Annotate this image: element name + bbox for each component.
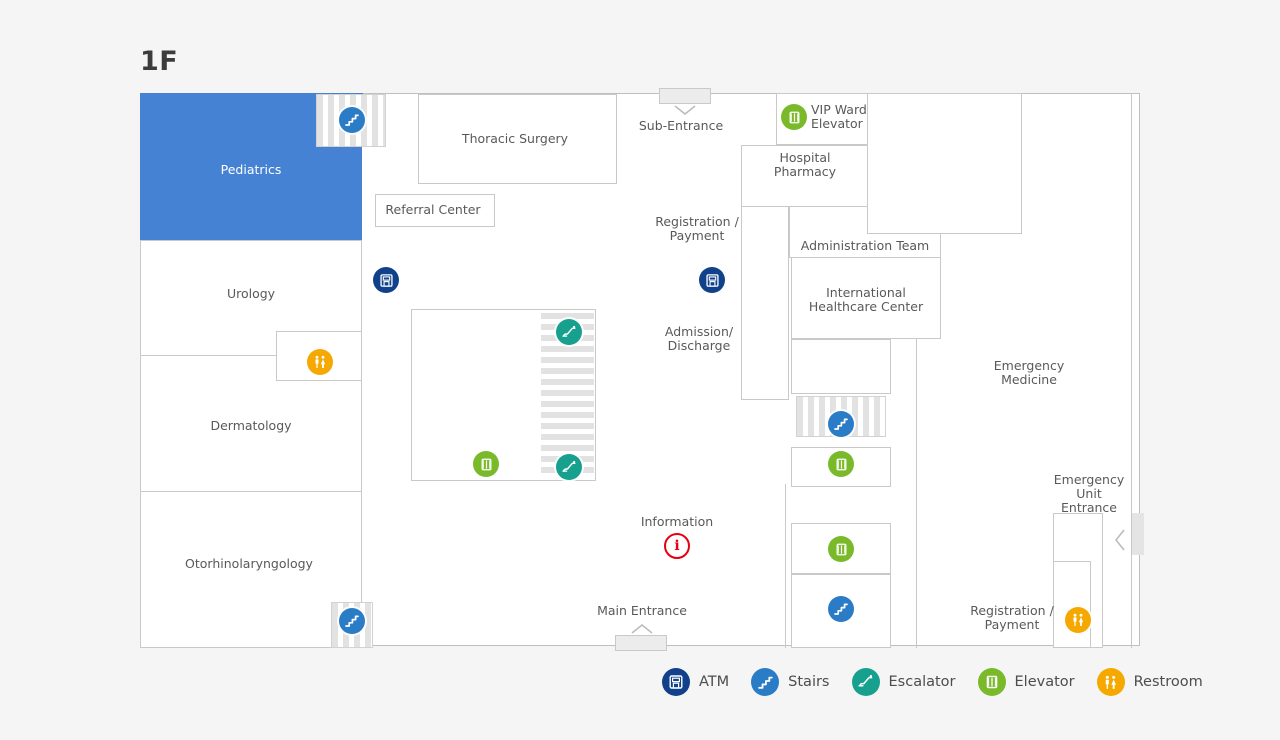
elevator-center-icon[interactable] bbox=[473, 451, 499, 477]
registration-payment-center-label: Registration / Payment bbox=[655, 214, 739, 243]
legend-label-elevator: Elevator bbox=[1014, 674, 1075, 690]
chevron-left-icon bbox=[1115, 529, 1125, 551]
restroom-emergency-icon[interactable] bbox=[1065, 607, 1091, 633]
floor-map-canvas[interactable]: Pediatrics Urology Dermatology Otorhinol… bbox=[140, 88, 1144, 651]
chevron-up-icon bbox=[631, 624, 653, 634]
chevron-down-icon bbox=[674, 105, 696, 115]
stairs-otorhinolaryngology-icon[interactable] bbox=[339, 608, 365, 634]
legend-item-restroom[interactable]: Restroom bbox=[1096, 668, 1203, 696]
legend-item-stairs[interactable]: Stairs bbox=[751, 668, 830, 696]
legend-item-elevator[interactable]: Elevator bbox=[977, 668, 1075, 696]
vip-ward-elevator-label: VIP Ward Elevator bbox=[811, 102, 867, 131]
page-title: 1F bbox=[140, 46, 179, 77]
atm-registration-icon[interactable] bbox=[699, 267, 725, 293]
atm-icon bbox=[662, 668, 690, 696]
admission-discharge-label: Admission/ Discharge bbox=[664, 324, 734, 353]
restroom-icon bbox=[1096, 668, 1125, 696]
legend-label-restroom: Restroom bbox=[1133, 674, 1203, 690]
wall-right-corridor bbox=[1131, 93, 1132, 648]
information-icon[interactable]: i bbox=[664, 533, 690, 559]
registration-payment-emergency-label: Registration / Payment bbox=[970, 603, 1054, 632]
elevator-lower-right-icon[interactable] bbox=[828, 536, 854, 562]
room-thoracic-surgery[interactable] bbox=[418, 94, 617, 184]
room-admin-lower[interactable] bbox=[791, 339, 891, 394]
legend-item-escalator[interactable]: Escalator bbox=[851, 668, 956, 696]
wall-center-right bbox=[785, 484, 786, 648]
escalator-up-center-icon[interactable] bbox=[556, 319, 582, 345]
elevator-icon bbox=[977, 668, 1006, 696]
room-otorhinolaryngology[interactable] bbox=[140, 491, 362, 648]
legend-item-atm[interactable]: ATM bbox=[662, 668, 729, 696]
stairs-pad-pediatrics bbox=[316, 94, 386, 147]
emergency-door-bar[interactable] bbox=[1132, 513, 1144, 555]
atm-referral-icon[interactable] bbox=[373, 267, 399, 293]
elevator-vip-ward-icon[interactable] bbox=[781, 104, 807, 130]
main-entrance-door[interactable] bbox=[615, 635, 667, 651]
map-legend: ATM Stairs Escalator Elevator bbox=[662, 668, 1225, 696]
emergency-unit-entrance-label: Emergency Unit Entrance bbox=[1053, 472, 1125, 515]
escalator-icon bbox=[851, 668, 880, 696]
information-label: Information bbox=[640, 514, 714, 529]
stairs-mid-right-icon[interactable] bbox=[828, 411, 854, 437]
legend-label-escalator: Escalator bbox=[888, 674, 956, 690]
elevator-mid-right-icon[interactable] bbox=[828, 451, 854, 477]
legend-label-stairs: Stairs bbox=[788, 674, 830, 690]
sub-entrance-label: Sub-Entrance bbox=[638, 118, 724, 133]
emergency-medicine-label: Emergency Medicine bbox=[993, 358, 1065, 387]
room-upper-right-suite[interactable] bbox=[867, 93, 1022, 234]
room-hospital-pharmacy[interactable] bbox=[741, 145, 868, 207]
room-referral-center[interactable] bbox=[375, 194, 495, 227]
stairs-icon bbox=[751, 668, 780, 696]
escalator-down-center-icon[interactable] bbox=[556, 454, 582, 480]
stairs-pediatrics-icon[interactable] bbox=[339, 107, 365, 133]
restroom-urology-icon[interactable] bbox=[307, 349, 333, 375]
sub-entrance-door[interactable] bbox=[659, 88, 711, 104]
main-entrance-label: Main Entrance bbox=[597, 603, 687, 618]
stairs-lower-right-icon[interactable] bbox=[828, 596, 854, 622]
room-international-healthcare-center[interactable] bbox=[791, 257, 941, 339]
wall-emergency-left bbox=[916, 339, 917, 648]
legend-label-atm: ATM bbox=[699, 674, 730, 690]
emergency-reception-room[interactable] bbox=[1053, 561, 1091, 648]
